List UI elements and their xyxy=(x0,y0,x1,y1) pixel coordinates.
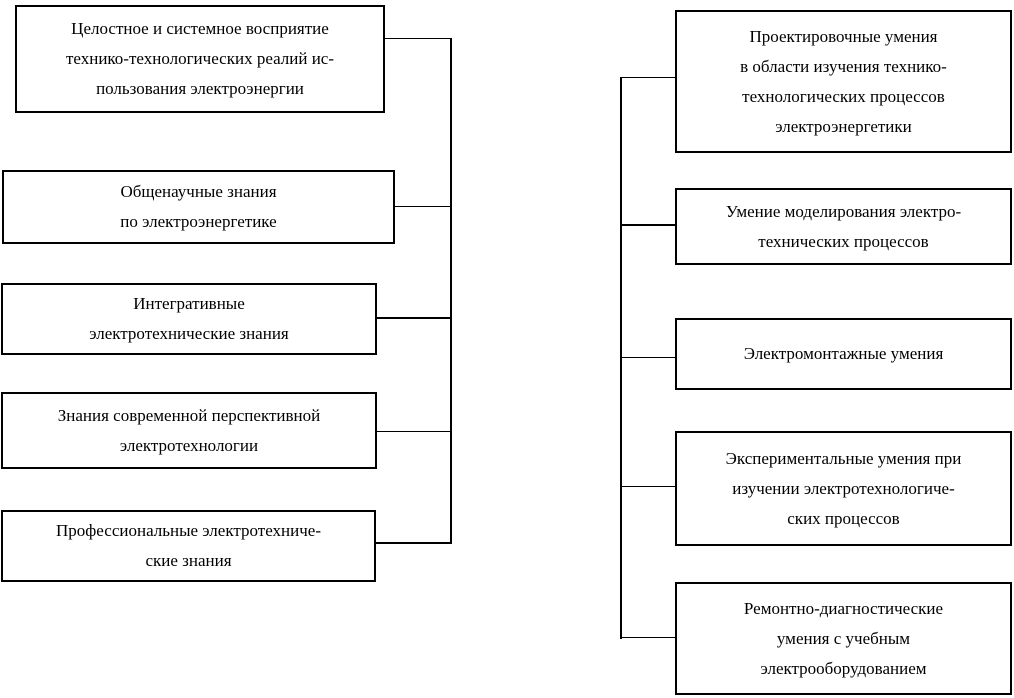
box-professional-knowledge: Профессиональные электротехниче- ские зн… xyxy=(1,510,376,582)
box-modeling-skills-label: Умение моделирования электро- технически… xyxy=(725,201,962,251)
box-general-scientific-knowledge-label: Общенаучные знания по электроэнергетике xyxy=(120,182,277,231)
box-modeling-skills: Умение моделирования электро- технически… xyxy=(675,188,1012,265)
box-installation-skills-label: Электромонтажные умения xyxy=(743,344,944,363)
connector-left-stub-1 xyxy=(385,38,450,39)
connector-left-stub-5 xyxy=(376,542,452,544)
box-design-skills: Проектировочные умения в области изучени… xyxy=(675,10,1012,153)
box-repair-diagnostic-skills-label: Ремонтно-диагностические умения с учебны… xyxy=(743,598,944,678)
box-installation-skills: Электромонтажные умения xyxy=(675,318,1012,390)
box-holistic-perception: Целостное и системное восприятие технико… xyxy=(15,5,385,113)
connector-left-stub-3 xyxy=(377,317,450,319)
connector-right-vertical-line xyxy=(620,77,622,639)
box-general-scientific-knowledge: Общенаучные знания по электроэнергетике xyxy=(2,170,395,244)
connector-right-stub-5 xyxy=(622,637,675,638)
connector-left-stub-4 xyxy=(377,431,450,432)
box-professional-knowledge-label: Профессиональные электротехниче- ские зн… xyxy=(56,521,321,570)
box-modern-technology-knowledge: Знания современной перспективной электро… xyxy=(1,392,377,469)
box-modern-technology-knowledge-label: Знания современной перспективной электро… xyxy=(57,405,321,455)
box-holistic-perception-label: Целостное и системное восприятие технико… xyxy=(65,19,335,98)
box-integrative-knowledge-label: Интегративные электротехнические знания xyxy=(89,294,289,343)
connector-left-stub-2 xyxy=(395,206,450,207)
connector-left-vertical-line xyxy=(450,38,452,544)
connector-right-stub-3 xyxy=(622,357,675,358)
connector-right-stub-2 xyxy=(620,224,675,226)
connector-right-stub-4 xyxy=(622,486,675,487)
box-experimental-skills-label: Экспериментальные умения при изучении эл… xyxy=(725,448,962,528)
box-integrative-knowledge: Интегративные электротехнические знания xyxy=(1,283,377,355)
box-experimental-skills: Экспериментальные умения при изучении эл… xyxy=(675,431,1012,546)
connector-right-stub-1 xyxy=(622,77,675,78)
box-repair-diagnostic-skills: Ремонтно-диагностические умения с учебны… xyxy=(675,582,1012,695)
box-design-skills-label: Проектировочные умения в области изучени… xyxy=(740,26,947,136)
